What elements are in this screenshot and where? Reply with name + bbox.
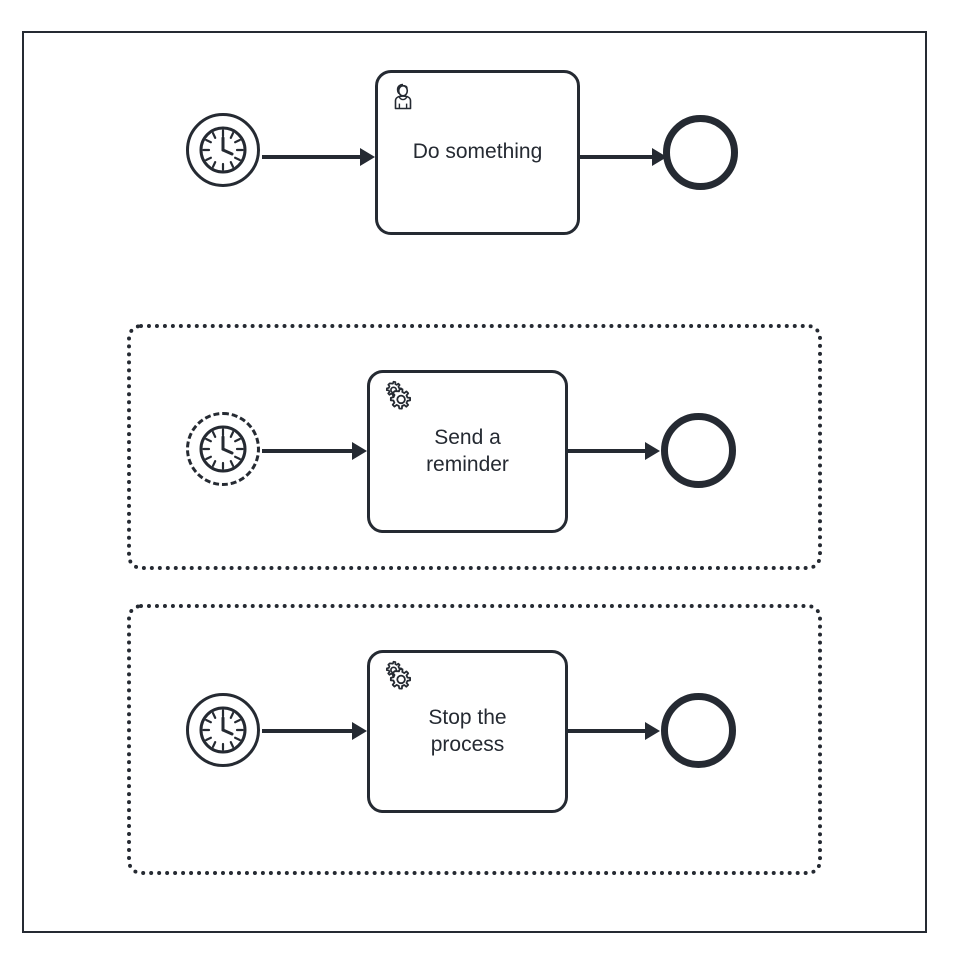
- timer-start-event[interactable]: [186, 113, 260, 187]
- flow-arrowhead: [645, 442, 660, 460]
- flow-line: [568, 729, 648, 733]
- flow-arrowhead: [352, 722, 367, 740]
- subprocess-group-stop[interactable]: [127, 604, 822, 875]
- flow-line: [568, 449, 648, 453]
- task-label: Do something: [412, 140, 543, 164]
- flow-start-to-task[interactable]: [262, 722, 367, 740]
- end-event[interactable]: [663, 115, 738, 190]
- flow-arrowhead: [645, 722, 660, 740]
- flow-line: [262, 729, 354, 733]
- flow-arrowhead: [352, 442, 367, 460]
- timer-start-event[interactable]: [186, 693, 260, 767]
- flow-task-to-end[interactable]: [568, 722, 663, 740]
- task-label: Send a reminder: [426, 425, 509, 476]
- end-event[interactable]: [661, 413, 736, 488]
- clock-icon: [199, 425, 247, 473]
- flow-task-to-end[interactable]: [580, 148, 670, 166]
- timer-start-event-noninterrupting[interactable]: [186, 412, 260, 486]
- user-icon: [394, 83, 412, 110]
- end-event[interactable]: [661, 693, 736, 768]
- flow-line: [262, 449, 354, 453]
- clock-icon: [199, 126, 247, 174]
- flow-line: [262, 155, 362, 159]
- task-stop-the-process[interactable]: Stop the process: [367, 650, 568, 813]
- flow-arrowhead: [360, 148, 375, 166]
- subprocess-group-reminder[interactable]: [127, 324, 822, 570]
- lane-header[interactable]: [22, 31, 87, 933]
- task-send-a-reminder[interactable]: Send a reminder: [367, 370, 568, 533]
- gear-icon: [385, 380, 411, 410]
- clock-icon: [199, 706, 247, 754]
- task-label: Stop the process: [428, 705, 507, 756]
- flow-line: [580, 155, 656, 159]
- task-do-something[interactable]: Do something: [375, 70, 580, 235]
- flow-start-to-task[interactable]: [262, 148, 375, 166]
- gear-icon: [385, 660, 411, 690]
- flow-task-to-end[interactable]: [568, 442, 663, 460]
- flow-start-to-task[interactable]: [262, 442, 367, 460]
